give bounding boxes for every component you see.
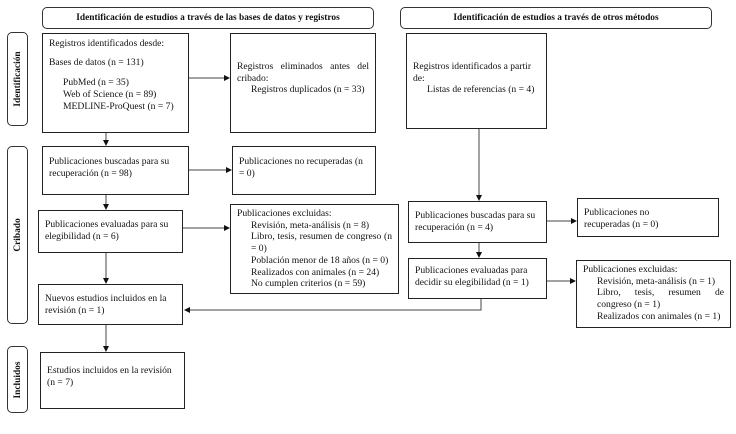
source-item: PubMed (n = 35) bbox=[63, 77, 129, 89]
text: Registros identificados desde: bbox=[49, 38, 165, 49]
text: Registros eliminados antes del cribado: bbox=[237, 61, 369, 84]
box-assessed: Publicaciones evaluadas para su elegibil… bbox=[38, 210, 183, 253]
text: Publicaciones excluidas: bbox=[237, 208, 332, 219]
source-item: Web of Science (n = 89) bbox=[63, 89, 157, 101]
text: Registros identificados a partir de: bbox=[413, 61, 532, 84]
box-total-included: Estudios incluidos en la revisión (n = 7… bbox=[40, 352, 185, 409]
excluded-item: Población menor de 18 años (n = 0) bbox=[251, 254, 389, 266]
header-other-methods: Identificación de estudios a través de o… bbox=[400, 7, 712, 29]
phase-screening: Cribado bbox=[7, 146, 28, 324]
phase-label: Cribado bbox=[12, 218, 23, 252]
text: Listas de referencias (n = 4) bbox=[427, 84, 535, 96]
box-sought: Publicaciones buscadas para su recuperac… bbox=[42, 146, 189, 195]
phase-included: Incluidos bbox=[7, 346, 28, 413]
box-excluded: Publicaciones excluidas: Revisión, meta-… bbox=[230, 204, 399, 294]
excluded-item: Revisión, meta-análisis (n = 8) bbox=[251, 219, 370, 231]
text: Registros duplicados (n = 33) bbox=[251, 84, 365, 96]
excluded-item: Realizados con animales (n = 24) bbox=[251, 266, 380, 278]
box-records-removed: Registros eliminados antes del cribado: … bbox=[230, 33, 376, 133]
box-records-identified: Registros identificados desde: Bases de … bbox=[42, 33, 189, 133]
source-list: PubMed (n = 35) Web of Science (n = 89) … bbox=[49, 77, 182, 112]
box-new-included: Nuevos estudios incluidos en la revisión… bbox=[38, 284, 183, 325]
source-item: MEDLINE-ProQuest (n = 7) bbox=[63, 100, 174, 112]
excluded-item: No cumplen criterios (n = 59) bbox=[251, 278, 366, 290]
phase-label: Incluidos bbox=[12, 361, 23, 398]
excluded-item: Libro, tesis, resumen de congreso (n = 0… bbox=[251, 231, 392, 255]
phase-identification: Identificación bbox=[7, 32, 28, 126]
box-right-excluded: Publicaciones excluidas: Revisión, meta-… bbox=[576, 260, 731, 328]
text: Publicaciones excluidas: bbox=[583, 264, 678, 275]
box-right-sought: Publicaciones buscadas para su recuperac… bbox=[408, 201, 547, 243]
box-not-retrieved: Publicaciones no recuperadas (n = 0) bbox=[232, 146, 376, 195]
phase-label: Identificación bbox=[12, 51, 23, 107]
excluded-item: Libro, tesis, resumen de congreso (n = 1… bbox=[597, 287, 724, 311]
box-right-identified: Registros identificados a partir de: Lis… bbox=[406, 33, 547, 129]
header-databases: Identificación de estudios a través de l… bbox=[42, 7, 374, 29]
excluded-item: Revisión, meta-análisis (n = 1) bbox=[597, 275, 716, 287]
excluded-item: Realizados con animales (n = 1) bbox=[597, 310, 721, 322]
text: Bases de datos (n = 131) bbox=[49, 56, 144, 68]
box-right-not-retrieved: Publicaciones no recuperadas (n = 0) bbox=[577, 198, 719, 237]
arrow-right-to-new-included bbox=[184, 298, 482, 313]
box-right-assessed: Publicaciones evaluadas para decidir su … bbox=[408, 258, 547, 299]
